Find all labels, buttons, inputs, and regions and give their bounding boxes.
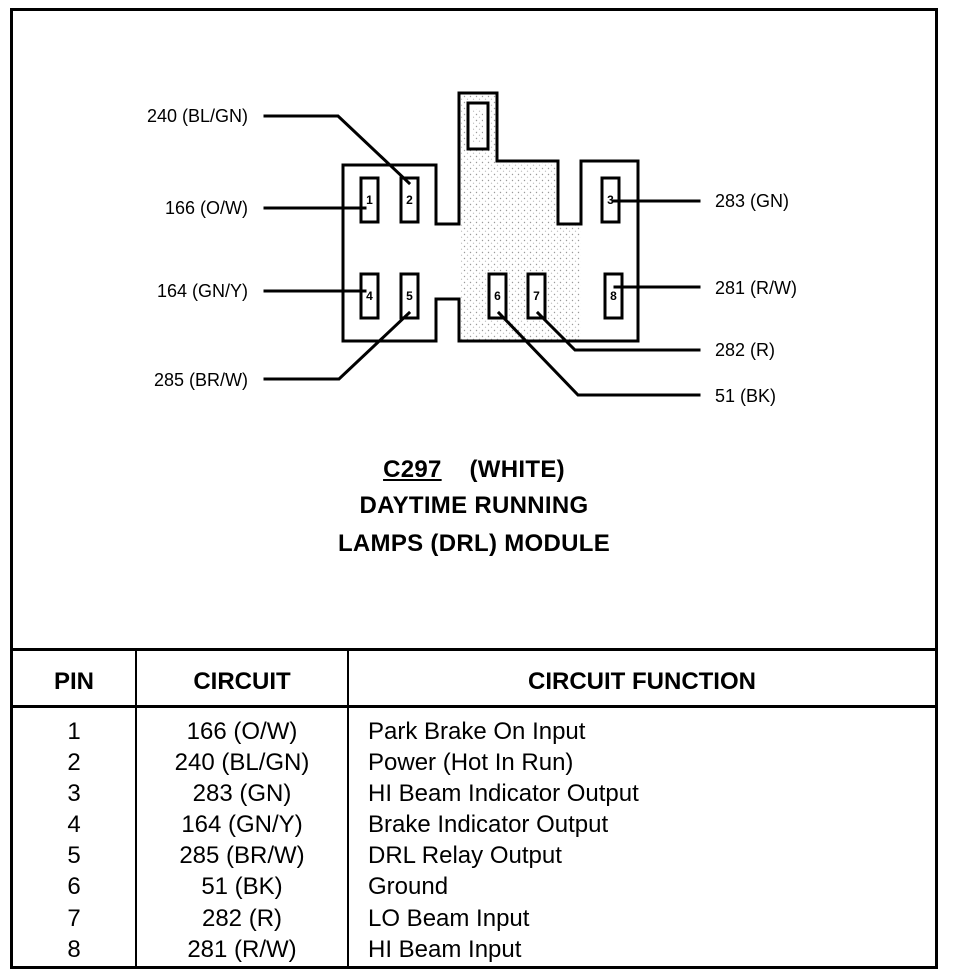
leader-line-5 — [263, 310, 412, 381]
pin-number-8: 8 — [610, 289, 617, 303]
table-cell-circuit: 282 (R) — [201, 904, 283, 932]
pin-number-2: 2 — [406, 193, 413, 207]
pin-cavity-7: 7 — [526, 272, 547, 320]
leader-line-7 — [535, 310, 701, 352]
wire-label-pin-1: 166 (O/W) — [165, 198, 248, 218]
wire-label-pin-7: 282 (R) — [715, 340, 775, 360]
connector-color: (WHITE) — [469, 456, 565, 483]
table-cell-circuit: 283 (GN) — [192, 780, 292, 808]
table-divider-1 — [135, 651, 137, 969]
table-divider-2 — [347, 651, 349, 969]
module-name-line2: LAMPS (DRL) MODULE — [337, 530, 611, 557]
pin-number-3: 3 — [607, 193, 614, 207]
connector-latch-inner — [473, 109, 483, 143]
wire-label-pin-6: 51 (BK) — [715, 386, 776, 406]
table-cell-pin: 4 — [67, 811, 81, 839]
table-cell-function: Power (Hot In Run) — [368, 749, 574, 777]
pin-cavity-1: 1 — [359, 176, 380, 224]
table-cell-function: DRL Relay Output — [368, 842, 562, 870]
table-cell-pin: 2 — [67, 749, 81, 777]
pin-number-1: 1 — [366, 193, 373, 207]
pinout-table-header: PIN CIRCUIT CIRCUIT FUNCTION — [13, 651, 935, 708]
table-cell-function: LO Beam Input — [368, 904, 530, 932]
connector-diagram-frame: 1 2 3 4 5 6 7 8 — [10, 8, 938, 969]
table-cell-circuit: 285 (BR/W) — [179, 842, 305, 870]
table-cell-pin: 8 — [67, 935, 81, 963]
table-cell-function: Brake Indicator Output — [368, 811, 609, 839]
pin-cavity-5: 5 — [399, 272, 420, 320]
header-circuit-function: CIRCUIT FUNCTION — [528, 668, 756, 695]
table-cell-pin: 1 — [67, 718, 81, 745]
table-cell-circuit: 166 (O/W) — [186, 718, 298, 745]
table-cell-circuit: 51 (BK) — [201, 873, 283, 901]
wire-label-pin-2: 240 (BL/GN) — [147, 106, 248, 126]
pin-number-6: 6 — [494, 289, 501, 303]
table-cell-pin: 7 — [67, 904, 81, 932]
connector-title: C297 (WHITE) — [13, 451, 935, 489]
table-cell-function: HI Beam Input — [368, 935, 522, 963]
table-cell-pin: 3 — [67, 780, 81, 808]
pin-number-7: 7 — [533, 289, 540, 303]
pin-number-4: 4 — [366, 289, 373, 303]
wire-label-pin-8: 281 (R/W) — [715, 278, 797, 298]
table-cell-function: Park Brake On Input — [368, 718, 586, 745]
table-cell-pin: 6 — [67, 873, 81, 901]
header-circuit: CIRCUIT — [193, 668, 291, 695]
leader-line-2 — [263, 114, 412, 186]
table-cell-function: Ground — [368, 873, 449, 901]
pin-number-5: 5 — [406, 289, 413, 303]
connector-id: C297 — [383, 456, 442, 483]
table-cell-circuit: 281 (R/W) — [187, 935, 297, 963]
table-cell-circuit: 164 (GN/Y) — [181, 811, 303, 839]
leader-line-6 — [496, 310, 701, 397]
header-pin: PIN — [53, 668, 94, 695]
pin-cavity-6: 6 — [487, 272, 508, 320]
wire-label-pin-4: 164 (GN/Y) — [157, 281, 248, 301]
table-cell-pin: 5 — [67, 842, 81, 870]
pin-cavity-8: 8 — [603, 272, 624, 320]
pin-column: 1 2 3 4 5 6 7 8 — [13, 716, 135, 965]
circuit-column: 166 (O/W) 240 (BL/GN) 283 (GN) 164 (GN/Y… — [137, 716, 347, 965]
connector-shading — [461, 163, 581, 341]
wire-label-pin-5: 285 (BR/W) — [154, 370, 248, 390]
function-column: Park Brake On Input Power (Hot In Run) H… — [368, 716, 928, 965]
table-cell-function: HI Beam Indicator Output — [368, 780, 639, 808]
table-cell-circuit: 240 (BL/GN) — [174, 749, 310, 777]
module-name-line1: DAYTIME RUNNING — [359, 492, 589, 519]
pin-cavity-2: 2 — [399, 176, 420, 224]
pinout-table: PIN CIRCUIT CIRCUIT FUNCTION 1 2 3 4 5 6… — [13, 648, 935, 969]
connector-face-diagram: 1 2 3 4 5 6 7 8 — [147, 91, 797, 406]
connector-body — [341, 91, 640, 343]
wire-label-pin-3: 283 (GN) — [715, 191, 789, 211]
pin-cavity-4: 4 — [359, 272, 380, 320]
